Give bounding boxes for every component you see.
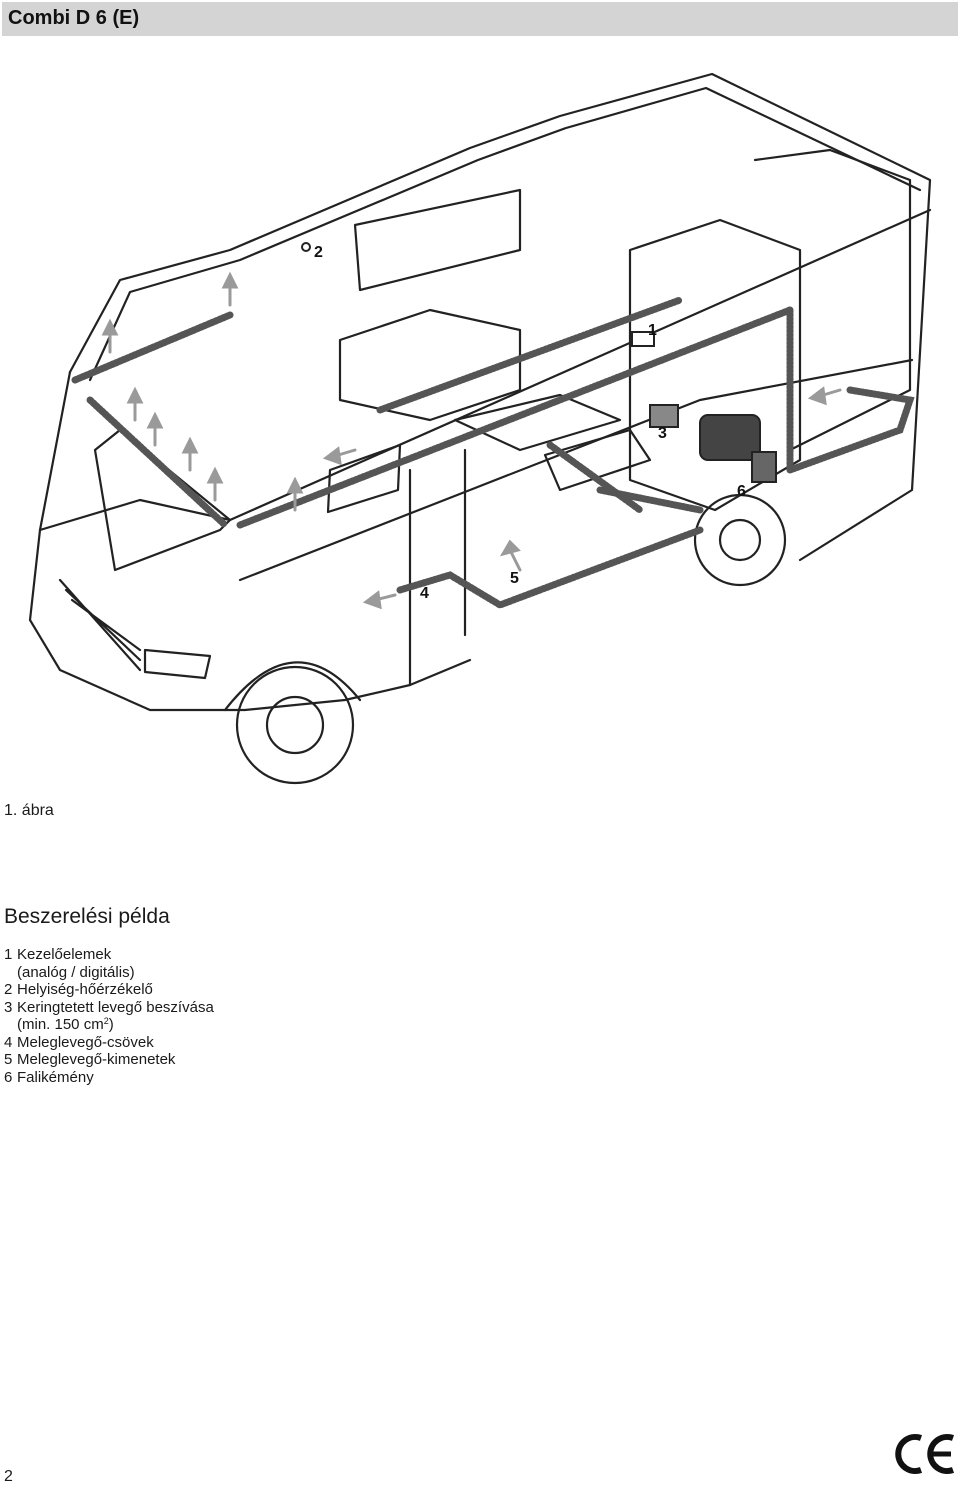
side-wall-top xyxy=(228,208,932,522)
headlight xyxy=(143,648,212,680)
legend-superscript: 2 xyxy=(103,1016,109,1026)
door xyxy=(408,448,467,687)
figure-caption: 1. ábra xyxy=(4,802,54,819)
room-temp-sensor xyxy=(301,242,311,252)
duct-floor xyxy=(396,526,704,609)
legend-number: 4 xyxy=(4,1033,13,1051)
front-wheel xyxy=(235,665,355,785)
table xyxy=(453,393,622,452)
hood xyxy=(38,498,232,532)
legend-text: Meleglevegő-kimenetek xyxy=(17,1051,176,1068)
page-title: Combi D 6 (E) xyxy=(8,7,140,29)
callout-5: 5 xyxy=(510,570,519,587)
legend-text: ) xyxy=(108,1016,114,1033)
legend-number: 1 xyxy=(4,946,13,963)
callout-3: 3 xyxy=(658,425,667,442)
legend-item-continuation: (min. 150 cm2) xyxy=(4,1016,214,1034)
legend-text: (analóg / digitális) xyxy=(17,963,135,981)
legend-text: Meleglevegő-csövek xyxy=(17,1033,154,1051)
ce-mark-icon xyxy=(895,1432,957,1481)
seat xyxy=(543,428,652,492)
callout-2: 2 xyxy=(314,244,323,261)
legend-text: Keringtetett levegő beszívása xyxy=(17,998,214,1016)
duct-upper xyxy=(376,296,684,414)
roof-outline xyxy=(68,72,932,562)
wardrobe xyxy=(628,218,802,512)
callout-1: 1 xyxy=(648,322,657,339)
legend-text: Kezelőelemek xyxy=(17,946,112,963)
rear-wheel-hub xyxy=(718,518,762,562)
duct-side-b xyxy=(596,486,704,514)
legend-number: 2 xyxy=(4,981,13,998)
control-panel xyxy=(631,331,655,347)
duct-front-roof xyxy=(71,311,234,384)
legend-item-continuation: (analóg / digitális) xyxy=(4,964,214,982)
motorhome-installation-figure: 1 2 3 4 5 6 xyxy=(0,60,960,800)
front-wheel-hub xyxy=(265,695,325,755)
bathroom xyxy=(753,148,912,452)
callout-6: 6 xyxy=(737,483,746,500)
side-wall-bottom xyxy=(238,358,914,582)
kitchen-block xyxy=(338,308,522,422)
callout-4: 4 xyxy=(420,585,429,602)
heater-unit xyxy=(699,414,761,461)
duct-left xyxy=(86,396,229,529)
legend-text: (min. 150 cm xyxy=(17,1016,104,1033)
cab-outline xyxy=(28,370,472,712)
wheel-arch xyxy=(223,661,362,712)
legend-text: Helyiség-hőérzékelő xyxy=(17,981,153,998)
recirculation-grille xyxy=(649,404,679,428)
legend-number: 6 xyxy=(4,1068,13,1086)
duct-bath xyxy=(786,386,915,474)
duct-side-a xyxy=(546,441,644,514)
overhead-cupboard xyxy=(353,188,522,292)
legend-number: 5 xyxy=(4,1051,13,1068)
section-title: Beszerelési példa xyxy=(4,905,170,928)
windshield xyxy=(93,428,232,572)
grille xyxy=(58,578,142,672)
header-bar: Combi D 6 (E) xyxy=(2,2,958,36)
wall-chimney xyxy=(751,451,777,483)
legend-number: 3 xyxy=(4,998,13,1016)
side-window xyxy=(326,443,402,514)
page-number: 2 xyxy=(4,1468,13,1485)
outlet-arrow xyxy=(508,548,522,572)
rear-wheel xyxy=(693,493,787,587)
duct-main xyxy=(236,306,794,529)
legend-text: Falikémény xyxy=(17,1068,94,1086)
roof-inner xyxy=(88,86,922,382)
